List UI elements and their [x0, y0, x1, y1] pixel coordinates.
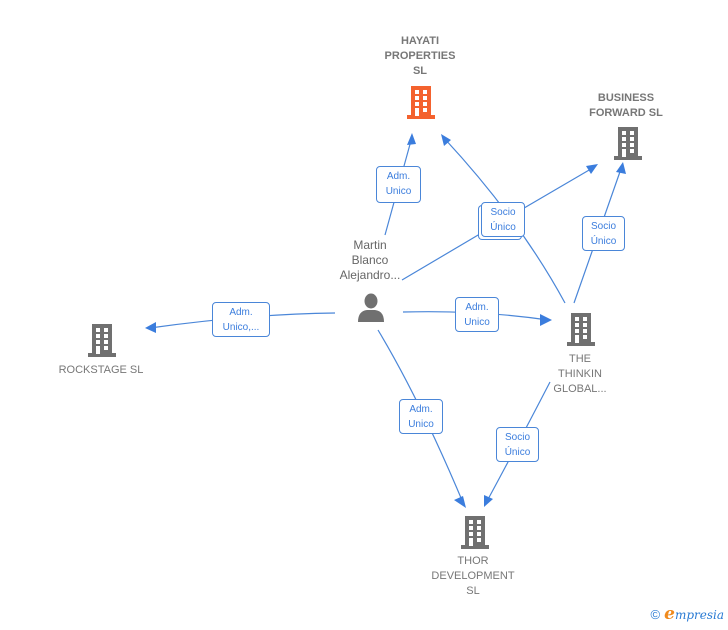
- label-line: Martin: [353, 238, 387, 252]
- empresia-logo[interactable]: empresia: [664, 604, 724, 624]
- label-line: Único: [590, 236, 617, 247]
- building-icon[interactable]: [405, 84, 437, 120]
- label-line: DEVELOPMENT: [431, 570, 515, 582]
- edge-label-person-hayati[interactable]: Adm. Unico: [376, 166, 421, 203]
- label-line: PROPERTIES: [384, 50, 456, 62]
- label-line: THOR: [457, 555, 489, 567]
- label-line: THE: [569, 353, 591, 365]
- building-icon[interactable]: [565, 311, 597, 347]
- label-line: Alejandro...: [339, 268, 401, 282]
- building-icon[interactable]: [86, 322, 118, 358]
- arrowhead: [484, 495, 493, 507]
- label-line: Socio: [490, 207, 516, 218]
- label-line: Único: [504, 447, 531, 458]
- label-line: THINKIN: [558, 368, 602, 380]
- person-icon[interactable]: [356, 292, 386, 324]
- label-line: Socio: [590, 221, 616, 232]
- label-line: Adm.: [229, 307, 253, 318]
- node-rockstage-label[interactable]: ROCKSTAGE SL: [46, 363, 156, 378]
- label-line: Unico,...: [222, 322, 260, 333]
- label-line: Blanco: [351, 253, 389, 267]
- node-thor-label[interactable]: THOR DEVELOPMENT SL: [418, 554, 528, 599]
- label-line: SL: [466, 585, 480, 597]
- edge-label-person-rockstage[interactable]: Adm. Unico,...: [212, 302, 270, 337]
- building-icon[interactable]: [459, 514, 491, 550]
- footer-credit[interactable]: © empresia: [651, 604, 724, 624]
- arrowhead: [454, 496, 466, 508]
- arrowhead: [441, 134, 451, 146]
- node-hayati-label[interactable]: HAYATI PROPERTIES SL: [364, 34, 476, 79]
- edge-label-person-business-forward[interactable]: Socio Único: [481, 202, 525, 237]
- building-icon[interactable]: [612, 125, 644, 161]
- label-line: Único: [490, 222, 516, 233]
- edge-label-person-thor[interactable]: Adm. Unico: [399, 399, 443, 434]
- arrowhead: [616, 162, 626, 174]
- label-line: SL: [412, 65, 428, 77]
- node-person-label[interactable]: Martin Blanco Alejandro...: [320, 238, 420, 283]
- copyright-icon: ©: [650, 606, 661, 622]
- label-line: Adm.: [409, 404, 433, 415]
- label-line: Unico: [408, 419, 434, 430]
- node-thinkin-label[interactable]: THE THINKIN GLOBAL...: [540, 352, 620, 397]
- label-line: GLOBAL...: [553, 383, 607, 395]
- brand-rest: mpresia: [674, 608, 724, 622]
- arrowhead: [145, 322, 156, 333]
- brand-initial: e: [664, 604, 675, 624]
- label-line: HAYATI: [400, 35, 440, 47]
- edge-label-thinkin-thor[interactable]: Socio Único: [496, 427, 539, 462]
- edge-label-person-thinkin[interactable]: Adm. Unico: [455, 297, 499, 332]
- label-line: BUSINESS: [597, 92, 655, 104]
- edge-label-thinkin-business-forward[interactable]: Socio Único: [582, 216, 625, 251]
- label-line: FORWARD SL: [589, 107, 663, 119]
- arrowhead: [586, 164, 598, 174]
- label-line: Unico: [464, 317, 490, 328]
- label-line: Adm.: [386, 171, 411, 182]
- label-line: Adm.: [465, 302, 489, 313]
- node-business-forward-label[interactable]: BUSINESS FORWARD SL: [576, 91, 676, 121]
- arrowhead: [407, 133, 416, 145]
- arrowhead: [540, 314, 552, 326]
- label-line: Socio: [504, 432, 530, 443]
- label-line: ROCKSTAGE SL: [58, 364, 144, 376]
- label-line: Unico: [385, 186, 412, 197]
